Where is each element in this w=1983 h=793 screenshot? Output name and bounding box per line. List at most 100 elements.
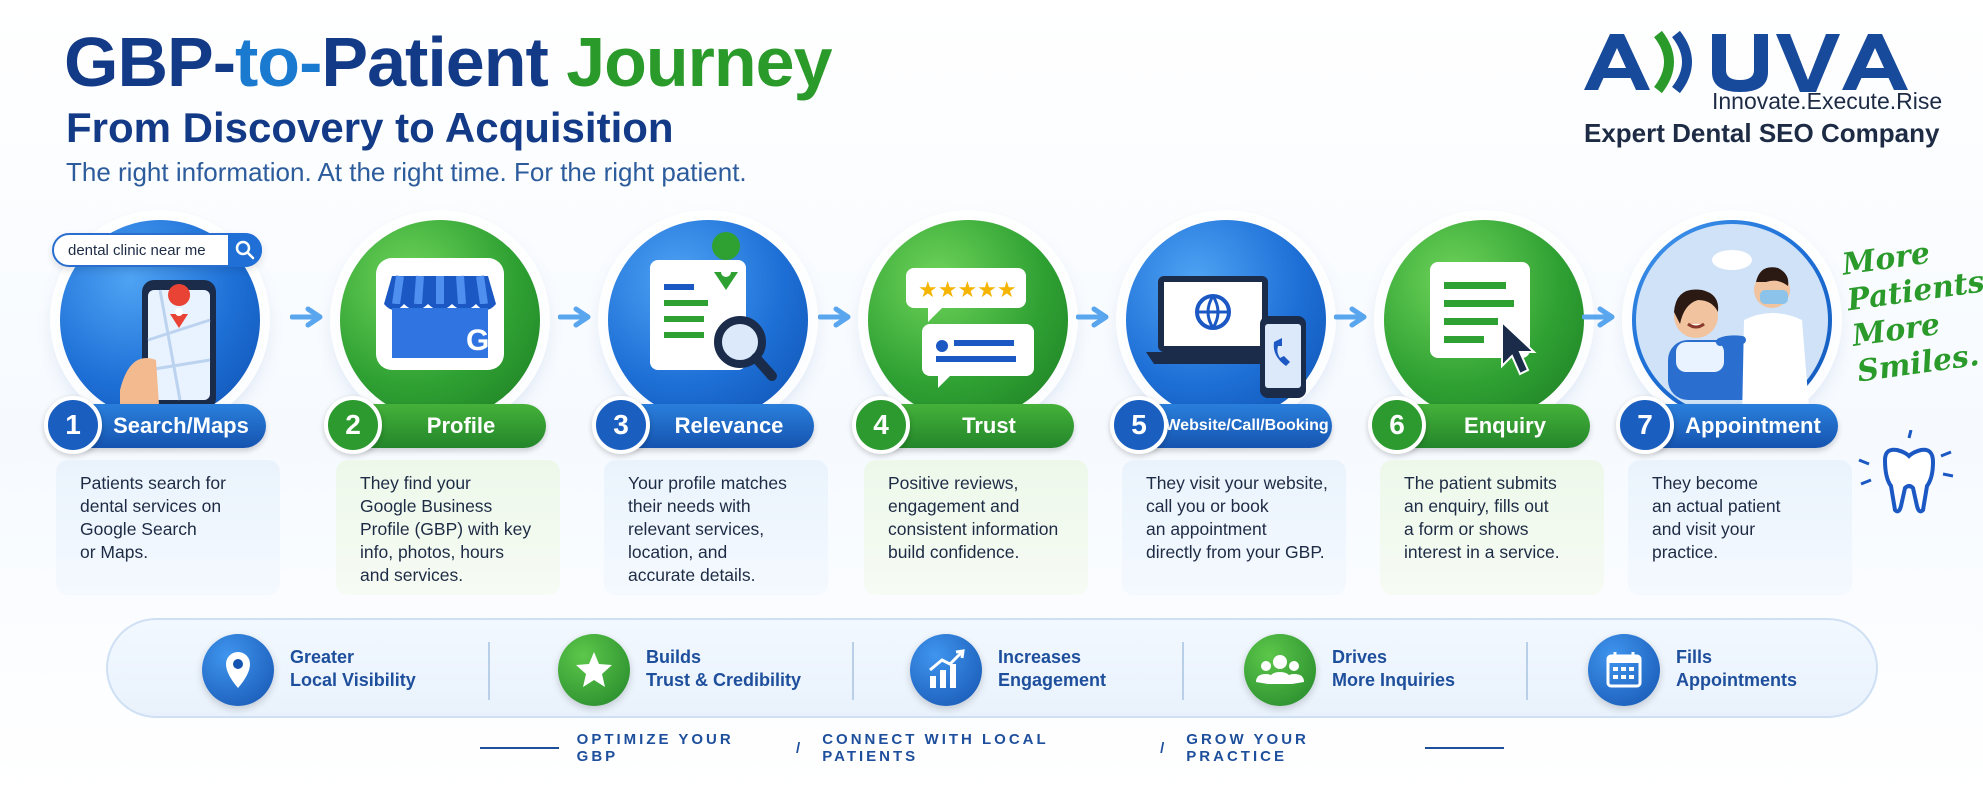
- page-subtitle: From Discovery to Acquisition: [66, 104, 674, 151]
- document-search-icon: [650, 232, 777, 381]
- arrow-right-icon: [1076, 306, 1109, 328]
- footer-separator: /: [796, 739, 801, 757]
- growth-chart-icon: [929, 649, 965, 688]
- brand-company: Expert Dental SEO Company: [1584, 118, 1940, 148]
- step-2-desc-line: Google Business: [360, 496, 493, 516]
- footer-line-right: [1425, 747, 1504, 749]
- benefit-icon-wrap: [1244, 634, 1316, 706]
- step-3-desc-line: Your profile matches: [628, 473, 787, 493]
- benefit-divider: [852, 642, 854, 700]
- step-4-desc-line: consistent information: [888, 519, 1059, 539]
- benefit-icon-wrap: [202, 634, 274, 706]
- benefit-line2: Engagement: [998, 670, 1107, 690]
- slogan-text: More Patients. More Smiles.: [1840, 229, 1983, 407]
- benefit-divider: [488, 642, 490, 700]
- step-1-desc-line: Patients search for: [80, 473, 226, 493]
- arrow-right-icon: [290, 306, 323, 328]
- benefit-line2: Local Visibility: [290, 670, 416, 690]
- step-3-desc-line: relevant services,: [628, 519, 765, 539]
- step-6-desc-line: an enquiry, fills out: [1404, 496, 1549, 516]
- footer-item-connect: CONNECT WITH LOCAL PATIENTS: [822, 731, 1049, 765]
- star-icon: [576, 652, 612, 687]
- step-7: Appointment 7 They become an actual pati…: [1612, 210, 1852, 600]
- location-pin-icon: [226, 652, 250, 688]
- step-7-desc-line: practice.: [1652, 542, 1719, 562]
- step-2: G Profile 2 They find your Google Busine…: [320, 210, 560, 600]
- benefit-line1: Increases: [998, 647, 1082, 667]
- step-1-desc-line: or Maps.: [80, 542, 149, 562]
- step-6-desc-line: interest in a service.: [1404, 542, 1560, 562]
- laptop-phone-icon: [1146, 276, 1306, 398]
- step-1: Search/Maps 1 Patients search for dental…: [40, 210, 280, 600]
- step-3-desc-line: their needs with: [628, 496, 751, 516]
- arrow-right-icon: [1334, 306, 1367, 328]
- google-business-store-icon: G: [376, 258, 504, 370]
- title-part-gbp: GBP-: [64, 23, 236, 101]
- benefits-bar: Greater Local Visibility Builds Trust & …: [106, 618, 1878, 718]
- benefit-line1: Greater: [290, 647, 355, 667]
- search-query: dental clinic near me: [68, 241, 206, 259]
- step-5-circle: [1126, 220, 1326, 420]
- benefit-line1: Fills: [1676, 647, 1713, 667]
- step-4: ★★★★★ Trust 4 Positive reviews, engageme…: [848, 210, 1088, 600]
- step-6-number: 6: [1368, 396, 1426, 454]
- search-button[interactable]: [228, 233, 262, 267]
- benefit-line1: Drives: [1332, 647, 1388, 667]
- step-7-description: They become an actual patient and visit …: [1628, 460, 1852, 595]
- footer-item-grow: GROW YOUR PRACTICE: [1186, 731, 1309, 765]
- arrow-right-icon: [558, 306, 591, 328]
- step-7-circle: [1632, 220, 1832, 420]
- step-2-desc-line: They find your: [360, 473, 471, 493]
- title-part-patient: Patient: [321, 23, 567, 101]
- step-5-desc-line: an appointment: [1146, 519, 1267, 539]
- step-7-number: 7: [1616, 396, 1674, 454]
- step-5: Website/Call/Booking 5 They visit your w…: [1106, 210, 1346, 600]
- review-stars-icon: ★★★★★: [906, 268, 1034, 388]
- step-6: Enquiry 6 The patient submits an enquiry…: [1364, 210, 1604, 600]
- benefit-text: Greater Local Visibility: [290, 646, 416, 692]
- search-bar[interactable]: dental clinic near me: [52, 233, 262, 267]
- step-4-desc-line: engagement and: [888, 496, 1020, 516]
- arrow-right-icon: [1582, 306, 1615, 328]
- benefit-text: Builds Trust & Credibility: [646, 646, 801, 692]
- benefit-engagement: Increases Engagement: [910, 632, 1210, 708]
- calendar-icon: [1606, 652, 1642, 688]
- step-2-description: They find your Google Business Profile (…: [336, 460, 560, 595]
- step-4-number: 4: [852, 396, 910, 454]
- step-6-description: The patient submits an enquiry, fills ou…: [1380, 460, 1604, 595]
- benefit-icon-wrap: [1588, 634, 1660, 706]
- step-5-desc-line: directly from your GBP.: [1146, 542, 1325, 562]
- brand-wordmark-icon: [1584, 30, 1908, 94]
- step-4-description: Positive reviews, engagement and consist…: [864, 460, 1088, 595]
- step-3-desc-line: accurate details.: [628, 565, 756, 585]
- search-icon: [235, 240, 255, 260]
- tooth-icon: [1858, 430, 1954, 514]
- benefit-icon-wrap: [910, 634, 982, 706]
- step-5-desc-line: call you or book: [1146, 496, 1269, 516]
- step-3-circle: [608, 220, 808, 420]
- step-2-circle: G: [340, 220, 540, 420]
- footer-tagline: OPTIMIZE YOUR GBP / CONNECT WITH LOCAL P…: [480, 731, 1504, 765]
- step-1-desc-line: dental services on: [80, 496, 222, 516]
- step-7-label: Appointment: [1638, 404, 1838, 448]
- footer-line-left: [480, 747, 559, 749]
- svg-text:G: G: [466, 324, 489, 357]
- step-3-number: 3: [592, 396, 650, 454]
- step-2-desc-line: Profile (GBP) with key: [360, 519, 532, 539]
- step-2-number: 2: [324, 396, 382, 454]
- step-1-number: 1: [44, 396, 102, 454]
- brand-logo: Innovate.Execute.Rise Expert Dental SEO …: [1580, 28, 1942, 148]
- step-1-description: Patients search for dental services on G…: [56, 460, 280, 595]
- step-7-desc-line: They become: [1652, 473, 1759, 493]
- title-part-journey: Journey: [566, 23, 832, 101]
- benefit-line1: Builds: [646, 647, 702, 667]
- benefit-line2: More Inquiries: [1332, 670, 1456, 690]
- step-3-description: Your profile matches their needs with re…: [604, 460, 828, 595]
- footer-item-optimize: OPTIMIZE YOUR GBP: [576, 731, 734, 765]
- phone-map-icon: [120, 280, 216, 420]
- benefit-icon-wrap: [558, 634, 630, 706]
- benefit-inquiries: Drives More Inquiries: [1244, 632, 1544, 708]
- benefit-text: Fills Appointments: [1676, 646, 1797, 692]
- step-4-circle: ★★★★★: [868, 220, 1068, 420]
- people-icon: [1256, 655, 1304, 684]
